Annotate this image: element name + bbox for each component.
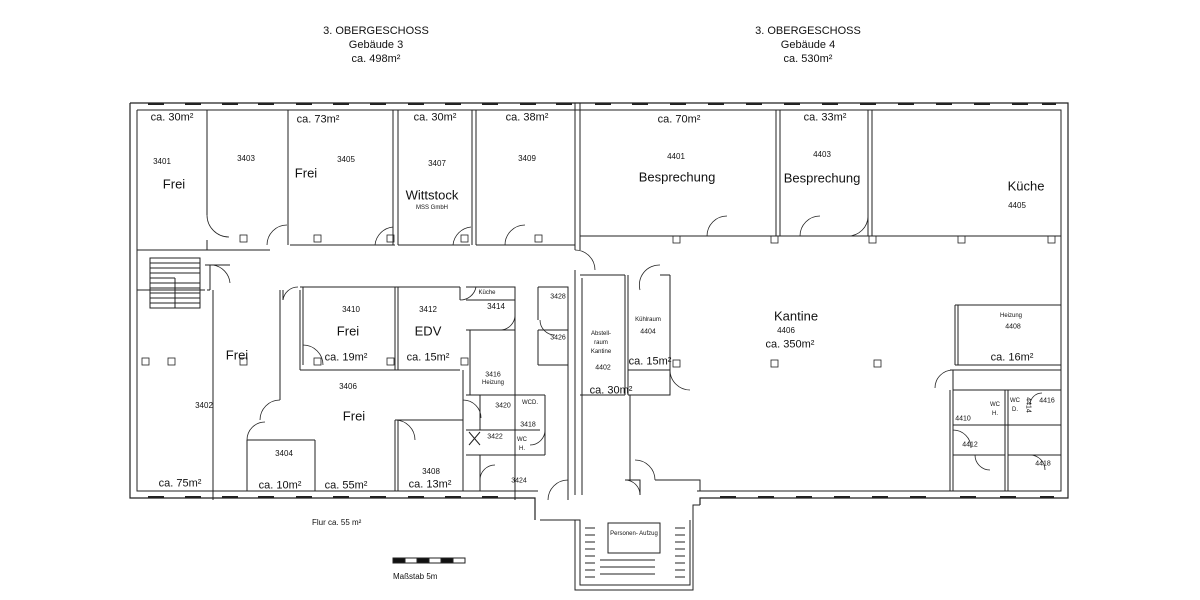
room-4402-label: Abstell- raum Kantine <box>590 331 612 355</box>
upper-rooms-g3 <box>137 110 575 291</box>
room-3407-label: Wittstock <box>405 187 459 203</box>
room-3414-number: 3414 <box>487 302 505 311</box>
room-4418-number: 4418 <box>1035 460 1051 468</box>
room-3407-number: 3407 <box>428 159 446 168</box>
door-swings <box>206 214 1046 501</box>
room-3426-number: 3426 <box>550 334 566 342</box>
stairs-left <box>149 257 201 309</box>
room-4401-area: ca. 70m² <box>657 113 701 126</box>
header-floor: 3. OBERGESCHOSS <box>755 25 861 37</box>
room-4410-number: 4410 <box>955 415 971 423</box>
header-building: Gebäude 3 <box>348 39 404 51</box>
room-4408-area: ca. 16m² <box>990 351 1034 364</box>
room-4405-label: Küche <box>1007 178 1045 194</box>
room-4404-number: 4404 <box>640 328 656 336</box>
room-3410-area: ca. 19m² <box>324 351 368 364</box>
room-3416-number: 3416 <box>485 371 501 379</box>
room-3408-area: ca. 13m² <box>408 478 452 491</box>
room-4404-label: Kühlraum <box>635 317 661 323</box>
room-3422-number: 3422 <box>487 433 503 441</box>
room-3405-area: ca. 73m² <box>296 113 340 126</box>
room-4405-number: 4405 <box>1008 201 1026 210</box>
wc-h-label: WC H. <box>990 402 1000 417</box>
room-3409-number: 3409 <box>518 154 536 163</box>
room-4401-number: 4401 <box>667 152 685 161</box>
room-4401-label: Besprechung <box>638 169 716 185</box>
scale-label: Maßstab 5m <box>393 572 438 581</box>
room-3407-sublabel: MSS GmbH <box>415 205 449 211</box>
scale-bar <box>392 557 466 564</box>
room-3405-number: 3405 <box>337 155 355 164</box>
room-4408-label: Heizung <box>999 313 1023 319</box>
room-3408-number: 3408 <box>422 467 440 476</box>
room-3428-number: 3428 <box>550 293 566 301</box>
room-3402-number: 3402 <box>195 401 213 410</box>
shaft-cross <box>468 431 481 446</box>
room-4403-area: ca. 33m² <box>803 111 847 124</box>
room-3420-number: 3420 <box>495 402 511 410</box>
room-3404-number: 3404 <box>275 449 293 458</box>
room-3424-number: 3424 <box>511 477 527 485</box>
outer-wall <box>129 102 1069 591</box>
room-3406-area: ca. 55m² <box>324 479 368 492</box>
room-4414-number: 4414 <box>1024 397 1032 413</box>
room-3407-area: ca. 30m² <box>413 111 457 124</box>
header-building: Gebäude 4 <box>780 39 836 51</box>
room-3410-number: 3410 <box>342 305 360 314</box>
room-3412-label: EDV <box>414 323 442 339</box>
room-4406-area: ca. 350m² <box>765 338 815 351</box>
room-3412-number: 3412 <box>419 305 437 314</box>
room-3401-area: ca. 30m² <box>150 111 194 124</box>
room-4416-number: 4416 <box>1039 397 1055 405</box>
room-4408-number: 4408 <box>1005 323 1021 331</box>
wc-d-label: WC D. <box>1010 398 1020 413</box>
room-3414-label: Küche <box>478 290 496 296</box>
upper-rooms-g4 <box>580 110 1061 237</box>
room-3402-label: Frei <box>225 347 249 363</box>
room-4404-area: ca. 15m² <box>628 355 672 368</box>
room-4402-area: ca. 30m² <box>589 384 633 397</box>
header-area: ca. 498m² <box>351 53 401 65</box>
header-floor: 3. OBERGESCHOSS <box>323 25 429 37</box>
room-4403-label: Besprechung <box>783 170 861 186</box>
room-3406-number: 3406 <box>339 382 357 391</box>
room-3401-number: 3401 <box>153 157 171 166</box>
room-3401-label: Frei <box>162 176 186 192</box>
room-3418-number: 3418 <box>520 421 536 429</box>
header-building-4: 3. OBERGESCHOSS Gebäude 4 ca. 530m² <box>708 24 908 66</box>
room-3422-label: WC H. <box>517 437 527 452</box>
room-3409-area: ca. 38m² <box>505 111 549 124</box>
stairs-bottom <box>585 527 685 578</box>
room-3420-label: WCD. <box>522 400 538 406</box>
middle-rooms <box>207 270 1061 500</box>
window-marks <box>148 103 1056 498</box>
elevator-shaft <box>607 522 661 554</box>
room-3404-area: ca. 10m² <box>258 479 302 492</box>
room-3403-number: 3403 <box>237 154 255 163</box>
room-4412-number: 4412 <box>962 441 978 449</box>
elevator-label: Personen- Aufzug <box>610 531 658 537</box>
room-3410-label: Frei <box>336 323 360 339</box>
column-markers <box>141 234 1056 368</box>
room-3402-area: ca. 75m² <box>158 477 202 490</box>
room-3416-label: Heizung <box>481 380 505 386</box>
room-3412-area: ca. 15m² <box>406 351 450 364</box>
room-3405-label: Frei <box>294 165 318 181</box>
room-4403-number: 4403 <box>813 150 831 159</box>
corridor-area: Flur ca. 55 m² <box>312 518 362 527</box>
room-4402-number: 4402 <box>595 364 611 372</box>
room-3406-label: Frei <box>342 408 366 424</box>
building-divider <box>574 103 581 250</box>
header-building-3: 3. OBERGESCHOSS Gebäude 3 ca. 498m² <box>276 24 476 66</box>
header-area: ca. 530m² <box>783 53 833 65</box>
room-4406-label: Kantine <box>773 308 819 324</box>
room-4406-number: 4406 <box>777 326 795 335</box>
